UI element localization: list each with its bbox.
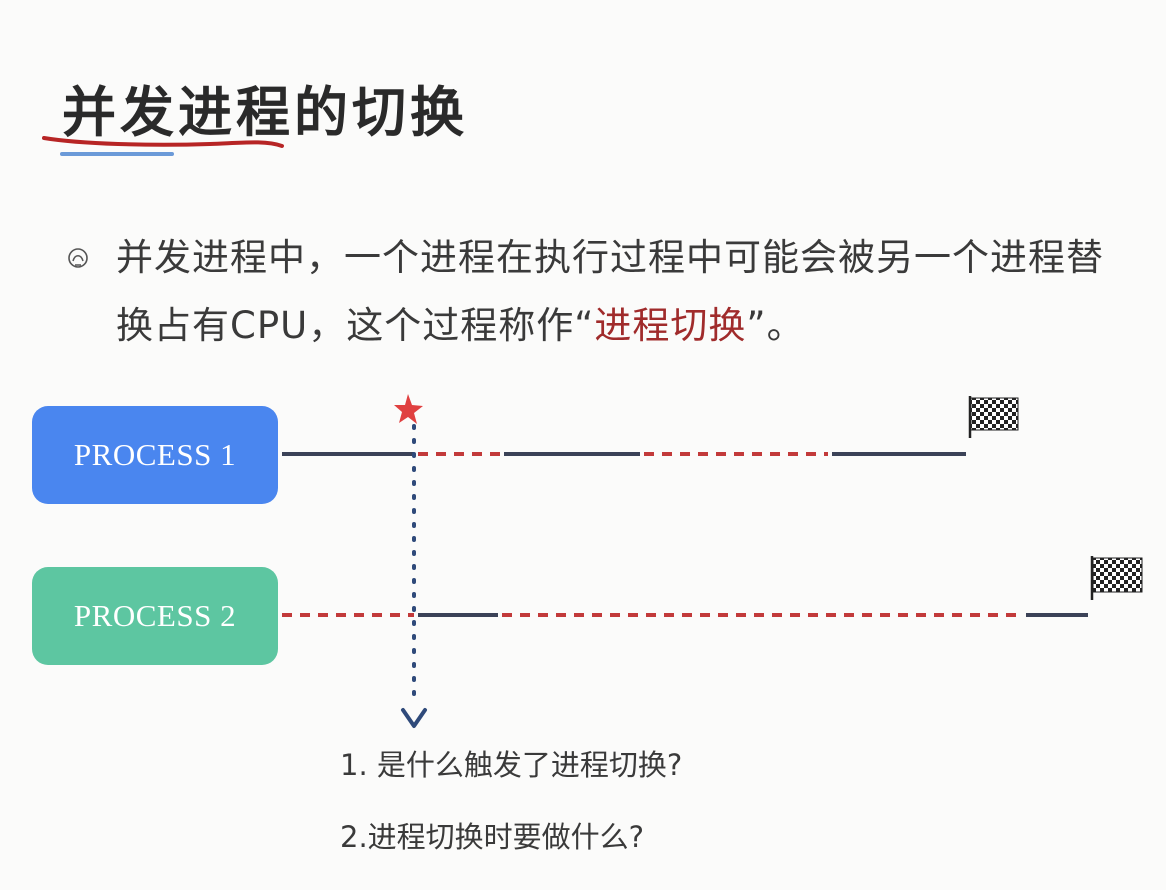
process-1-box: PROCESS 1 [32, 406, 278, 504]
paragraph-text-1: 并发进程中，一个进程在执行过程中可能会被另一个进程替换占有CPU，这个过程称作“ [116, 236, 1104, 347]
paragraph-text-2: ”。 [746, 304, 805, 347]
paragraph-highlight: 进程切换 [594, 304, 747, 347]
question-1: 1. 是什么触发了进程切换? [340, 748, 683, 782]
description-paragraph: 并发进程中，一个进程在执行过程中可能会被另一个进程替换占有CPU，这个过程称作“… [116, 224, 1126, 360]
process-2-label: PROCESS 2 [73, 598, 237, 633]
process-2-box: PROCESS 2 [32, 567, 278, 665]
bullet-icon [68, 248, 88, 268]
checkered-flag-icon [968, 396, 1019, 438]
question-2: 2.进程切换时要做什么? [340, 820, 645, 854]
process-1-label: PROCESS 1 [73, 437, 237, 472]
page-title: 并发进程的切换 [62, 81, 468, 144]
checkered-flag-icon [1090, 556, 1143, 600]
arrow-down-icon [401, 708, 427, 728]
star-icon [394, 394, 423, 424]
